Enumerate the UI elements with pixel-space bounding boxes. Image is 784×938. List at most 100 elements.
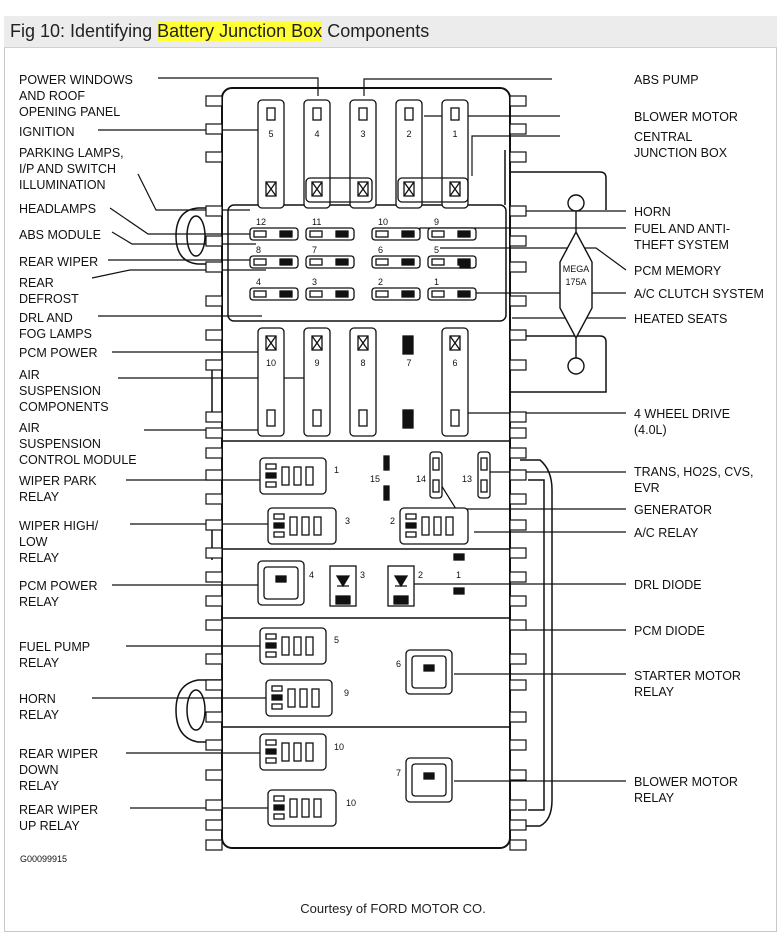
edge-tab-right <box>509 205 527 217</box>
components <box>249 99 491 827</box>
relay-number: 10 <box>334 742 344 752</box>
edge-tab-right <box>509 571 527 583</box>
edge-tab-left <box>205 447 223 459</box>
left-label-12: LOW <box>19 535 48 549</box>
relay-pin <box>289 516 298 536</box>
small-fuse-blade <box>432 457 440 471</box>
relay-pin <box>273 795 285 802</box>
box-edge-tabs <box>205 95 527 851</box>
relay-pin <box>265 748 277 755</box>
leader-line-left-0 <box>158 77 319 96</box>
empty-slot <box>453 553 465 561</box>
mega-fuse-bracket <box>510 335 607 393</box>
fuse-element <box>311 335 323 351</box>
edge-tab-left <box>205 519 223 531</box>
mini-fuse-blade <box>309 230 323 238</box>
left-label-10: SUSPENSION <box>19 437 101 451</box>
mini-fuse-blade <box>253 258 267 266</box>
left-label-15: HORN <box>19 692 56 706</box>
mega-fuse-bracket <box>510 171 607 210</box>
left-label-7: FOG LAMPS <box>19 327 92 341</box>
edge-tab-left <box>205 295 223 307</box>
relay-pin <box>313 516 322 536</box>
courtesy-credit: Courtesy of FORD MOTOR CO. <box>300 901 485 916</box>
relay-pin <box>265 472 277 479</box>
relay-pin <box>423 664 435 672</box>
mini-fuse-number: 12 <box>256 217 266 227</box>
relay-pin <box>275 575 287 583</box>
right-label-8: 4 WHEEL DRIVE <box>634 407 730 421</box>
left-label-2: I/P AND SWITCH <box>19 162 116 176</box>
empty-fuse-slot <box>402 409 414 429</box>
fuse-terminal <box>450 409 460 427</box>
mini-fuse-number: 1 <box>434 277 439 287</box>
diode-number: 2 <box>418 570 423 580</box>
relay-pin <box>293 636 302 656</box>
right-label-5: PCM MEMORY <box>634 264 722 278</box>
relay-pin <box>273 513 285 520</box>
relay-pin <box>299 688 308 708</box>
relay-pin <box>271 703 283 710</box>
left-label-2: PARKING LAMPS, <box>19 146 124 160</box>
edge-tab-right <box>509 739 527 751</box>
left-label-11: WIPER PARK <box>19 474 97 488</box>
figure-title: Fig 10: Identifying Battery Junction Box… <box>10 21 429 42</box>
mini-fuse-blade <box>279 258 293 266</box>
edge-tab-right <box>509 151 527 163</box>
right-label-2: JUNCTION BOX <box>634 146 728 160</box>
right-label-9: EVR <box>634 481 660 495</box>
relay-number: 3 <box>345 516 350 526</box>
right-label-11: A/C RELAY <box>634 526 699 540</box>
edge-tab-right <box>509 427 527 439</box>
right-label-4: THEFT SYSTEM <box>634 238 729 252</box>
relay-pin <box>405 531 417 538</box>
left-label-7: DRL AND <box>19 311 73 325</box>
left-label-13: RELAY <box>19 595 60 609</box>
right-mount-tab <box>520 459 553 827</box>
relay-pin <box>273 813 285 820</box>
relay-pin <box>305 466 314 486</box>
empty-slot <box>453 587 465 595</box>
edge-tab-right <box>509 799 527 811</box>
left-label-9: COMPONENTS <box>19 400 109 414</box>
edge-tab-left <box>205 819 223 831</box>
left-label-10: AIR <box>19 421 40 435</box>
small-fuse-blade <box>432 479 440 493</box>
edge-tab-right <box>509 653 527 665</box>
left-label-15: RELAY <box>19 708 60 722</box>
fuse-terminal <box>404 107 414 121</box>
title-highlight: Battery Junction Box <box>157 21 323 41</box>
relay-housing <box>411 655 447 689</box>
right-label-4: FUEL AND ANTI- <box>634 222 730 236</box>
left-label-11: RELAY <box>19 490 60 504</box>
edge-tab-left <box>205 571 223 583</box>
mini-fuse-blade <box>335 290 349 298</box>
left-label-0: AND ROOF <box>19 89 85 103</box>
maxi-fuse-number: 8 <box>360 358 365 368</box>
relay-number: 9 <box>344 688 349 698</box>
maxi-fuse <box>349 327 377 437</box>
relay-housing <box>263 566 299 600</box>
edge-tab-left <box>205 205 223 217</box>
right-label-3: HORN <box>634 205 671 219</box>
fuse-element <box>311 181 323 197</box>
edge-tab-left <box>205 493 223 505</box>
left-label-9: AIR <box>19 368 40 382</box>
mini-fuse-blade <box>375 258 389 266</box>
maxi-fuse <box>349 99 377 209</box>
edge-tab-right <box>509 679 527 691</box>
maxi-fuse <box>303 99 331 209</box>
diode-number: 3 <box>360 570 365 580</box>
leader-line-right-10 <box>437 479 626 510</box>
mini-fuse-number: 10 <box>378 217 388 227</box>
relay-number: 5 <box>334 635 339 645</box>
left-label-4: ABS MODULE <box>19 228 101 242</box>
edge-tab-left <box>205 151 223 163</box>
mega-fuse: MEGA 175A <box>559 194 593 375</box>
mini-fuse-blade <box>375 290 389 298</box>
mini-fuse-blade <box>431 230 445 238</box>
left-label-17: REAR WIPER <box>19 803 98 817</box>
fuse-terminal <box>312 409 322 427</box>
fuse-number: 15 <box>370 474 380 484</box>
